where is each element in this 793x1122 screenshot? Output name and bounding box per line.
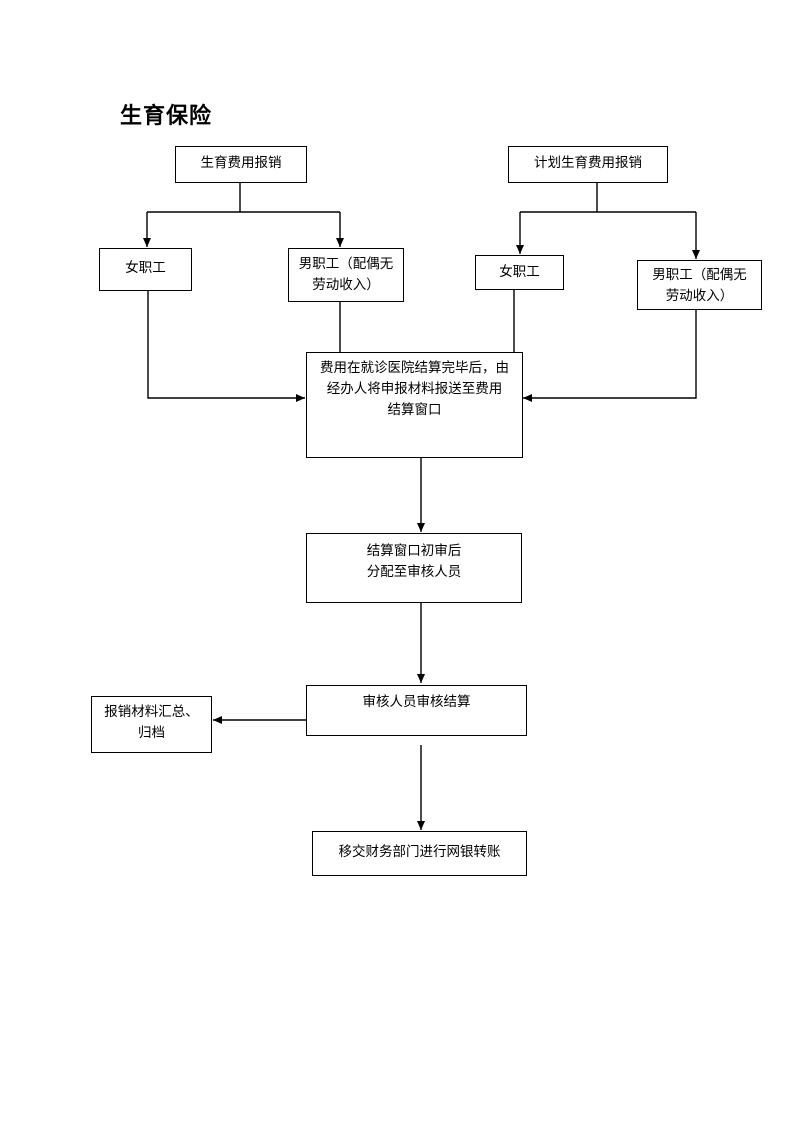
connector-arrow <box>523 310 697 402</box>
page-title: 生育保险 <box>120 104 213 129</box>
window-preliminary-review-node: 结算窗口初审后 分配至审核人员 <box>306 533 522 603</box>
male-employee-right-node: 男职工（配偶无 劳动收入） <box>637 260 762 310</box>
male-employee-left-node: 男职工（配偶无 劳动收入） <box>288 248 404 302</box>
transfer-finance-node: 移交财务部门进行网银转账 <box>312 831 527 876</box>
auditor-settlement-node: 审核人员审核结算 <box>306 685 527 736</box>
family-planning-reimbursement-node: 计划生育费用报销 <box>508 146 668 183</box>
female-employee-right-node: 女职工 <box>475 255 564 290</box>
connector-arrow <box>147 291 305 402</box>
maternity-reimbursement-node: 生育费用报销 <box>175 146 307 183</box>
submit-materials-node: 费用在就诊医院结算完毕后，由 经办人将申报材料报送至费用 结算窗口 <box>306 352 523 458</box>
archive-materials-node: 报销材料汇总、 归档 <box>91 696 212 753</box>
female-employee-left-node: 女职工 <box>99 248 192 291</box>
